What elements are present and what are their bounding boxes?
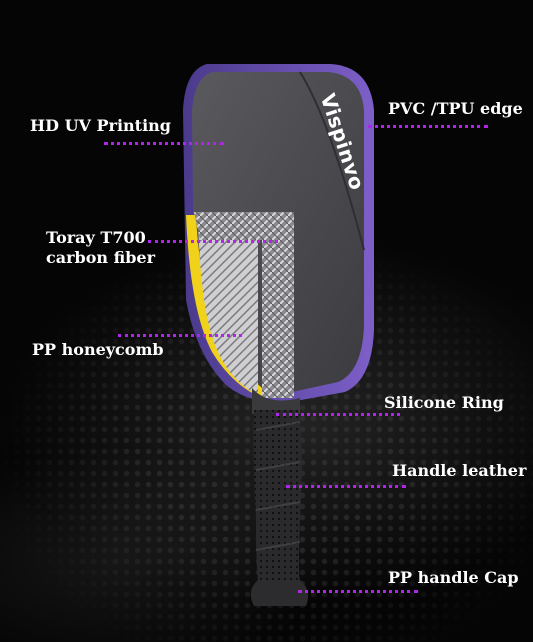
leader-pvc-tpu-edge (368, 125, 488, 128)
honeycomb-layer (198, 215, 258, 395)
label-pvc-tpu-edge: PVC /TPU edge (388, 99, 523, 118)
leader-silicone-ring (276, 413, 400, 416)
handle-cap (250, 580, 308, 606)
label-toray-carbon: Toray T700 carbon fiber (46, 228, 156, 267)
label-pp-honeycomb: PP honeycomb (32, 340, 164, 359)
leader-pp-honeycomb (118, 334, 242, 337)
leader-handle-leather (286, 485, 406, 488)
label-pp-handle-cap: PP handle Cap (388, 568, 519, 587)
leader-toray-carbon (148, 240, 278, 243)
label-handle-leather: Handle leather (392, 461, 527, 480)
throat (252, 388, 300, 414)
carbon-layer (194, 212, 294, 398)
leader-hd-uv-printing (104, 142, 224, 145)
leader-pp-handle-cap (298, 590, 418, 593)
handle-grip (253, 410, 302, 582)
label-silicone-ring: Silicone Ring (384, 393, 504, 412)
label-hd-uv-printing: HD UV Printing (30, 116, 171, 135)
